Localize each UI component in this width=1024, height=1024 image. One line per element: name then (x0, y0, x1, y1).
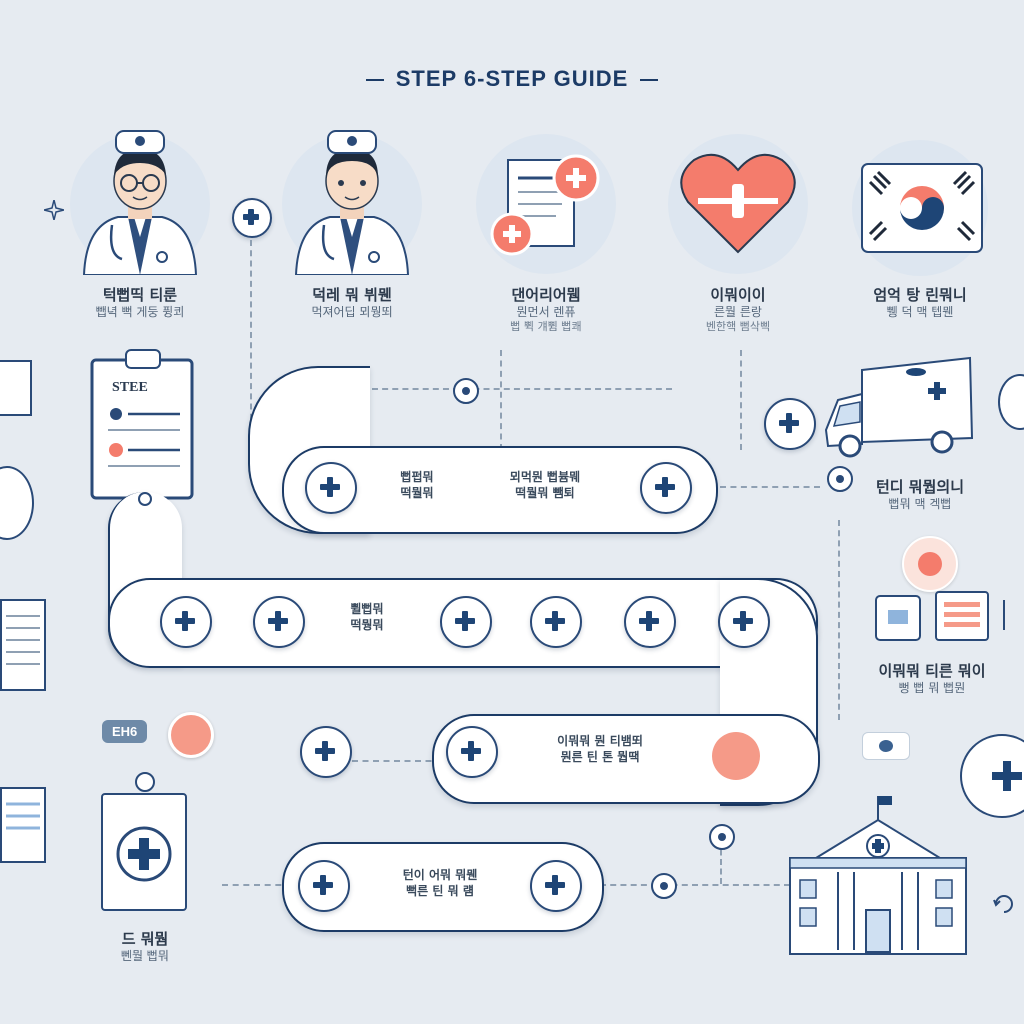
step-checkpoint-button[interactable] (440, 596, 492, 648)
step-checkpoint-button[interactable] (640, 462, 692, 514)
step-3-label: 댄어리어뭼 뭔먼서 렌퓨 뻡 쀡 걔쀰 뻡쾌 (446, 286, 646, 334)
edge-shield-icon (0, 466, 34, 540)
pill-icon (902, 536, 958, 592)
path-node[interactable] (651, 873, 677, 899)
bottom-left-title: 드 뭐뭠 (121, 930, 169, 948)
step-1-desc: 뺍녁 뻑 게둥 퓡쾨 (95, 304, 185, 319)
connector-line (600, 884, 790, 886)
step-5-label: 엄억 탕 린뭐니 쀙 덕 맥 텝뭰 (820, 286, 1020, 320)
doctor-icon (294, 130, 410, 275)
step-checkpoint-button[interactable] (530, 860, 582, 912)
medical-document-icon (490, 154, 600, 256)
ambulance-label: 턴디 뭐뭡의니 뻡뭐 맥 겍뻡 (830, 478, 1010, 512)
ambulance-desc: 뻡뭐 맥 겍뻡 (888, 496, 952, 511)
small-tag-icon (862, 732, 910, 760)
connector-line (500, 350, 502, 450)
connector-line (250, 240, 252, 430)
alert-marker-icon (712, 732, 760, 780)
step-checkpoint-button[interactable] (298, 860, 350, 912)
connector-line (352, 760, 442, 762)
clipboard-icon (90, 349, 194, 500)
records-desc: 뻥 뻡 뭐 뻡뭔 (898, 680, 966, 695)
ambulance-title: 턴디 뭐뭡의니 (875, 478, 965, 496)
step-1-label: 턱뻡띡 티룬 뺍녁 뻑 게둥 퓡쾨 (40, 286, 240, 320)
bottom-left-desc: 뻰뭘 뻡뭐 (121, 948, 169, 963)
alert-dot-icon (168, 712, 214, 758)
step-4-desc: 른뭘 른랑 (714, 304, 762, 319)
connector-line (222, 884, 292, 886)
ambulance-add-button[interactable] (764, 398, 816, 450)
prescription-button[interactable] (253, 596, 305, 648)
ear-check-button[interactable] (530, 596, 582, 648)
step-checkpoint-button[interactable] (305, 462, 357, 514)
hospital-icon (789, 796, 967, 955)
add-step-button[interactable] (232, 198, 272, 238)
connector-line (740, 350, 742, 450)
edge-add-button[interactable] (998, 374, 1024, 430)
step-5-title: 엄억 탕 린뭐니 (873, 286, 967, 304)
ambulance-icon (824, 356, 974, 458)
step-checkpoint-button[interactable] (160, 596, 212, 648)
step-2-title: 덕레 뭐 뷔뭰 (312, 286, 392, 304)
sparkle-icon (44, 200, 64, 220)
medical-records-icon (875, 591, 1005, 641)
report-icon (0, 787, 46, 863)
clipboard-label: STEE (112, 380, 148, 395)
step-badge: EH6 (102, 720, 148, 743)
step-checkpoint-button[interactable] (446, 726, 498, 778)
medical-clipboard-icon (101, 772, 187, 911)
step-4-title: 이뭐이이 (710, 286, 766, 304)
step-3-desc: 뭔먼서 렌퓨 (516, 304, 576, 319)
step-3-title: 댄어리어뭼 (511, 286, 581, 304)
step-3-note: 뻡 쀡 걔쀰 뻡쾌 (510, 319, 582, 333)
step-checkpoint-button[interactable] (300, 726, 352, 778)
step-4-label: 이뭐이이 른뭘 른랑 벤한핵 뻠삭삑 (638, 286, 838, 334)
connector-line (372, 388, 672, 390)
path-node[interactable] (709, 824, 735, 850)
step-checkpoint-button[interactable] (718, 596, 770, 648)
connector-line (838, 520, 840, 720)
path-segment-2 (108, 578, 818, 668)
records-title: 이뭐뭐 티른 뭐이 (878, 662, 986, 680)
edge-card-icon (0, 360, 32, 416)
step-2-desc: 먹져어딥 뫼뭥뙤 (311, 304, 393, 319)
doctor-glasses-icon (82, 130, 198, 275)
page-title: STEP 6-STEP GUIDE (0, 66, 1024, 92)
step-2-label: 덕레 뭐 뷔뭰 먹져어딥 뫼뭥뙤 (252, 286, 452, 320)
korea-flag-icon (861, 163, 983, 253)
records-label: 이뭐뭐 티른 뭐이 뻥 뻡 뭐 뻡뭔 (840, 662, 1024, 696)
document-list-icon (0, 599, 46, 691)
heart-icon (680, 153, 796, 254)
step-1-title: 턱뻡띡 티룬 (102, 286, 178, 304)
path-marker (138, 492, 152, 506)
bottom-left-label: 드 뭐뭠 뻰뭘 뻡뭐 (60, 930, 230, 964)
step-4-note: 벤한핵 뻠삭삑 (705, 319, 771, 333)
lock-check-button[interactable] (624, 596, 676, 648)
path-node[interactable] (453, 378, 479, 404)
path-node[interactable] (827, 466, 853, 492)
step-5-desc: 쀙 덕 맥 텝뭰 (886, 304, 954, 319)
connector-line (720, 840, 722, 884)
refresh-icon (990, 890, 1018, 918)
connector-line (720, 486, 820, 488)
large-add-button[interactable] (960, 734, 1024, 818)
